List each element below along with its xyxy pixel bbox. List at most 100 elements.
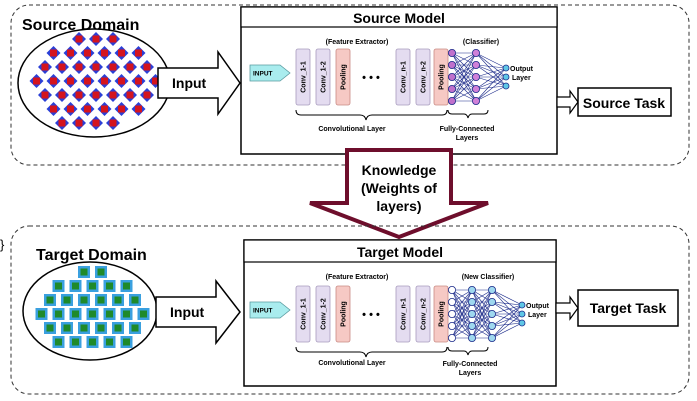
input-tag-label: INPUT <box>253 71 273 78</box>
source-sample-inner <box>67 77 74 85</box>
fc-neuron <box>467 333 476 342</box>
source-fc-label-2: Layers <box>456 135 479 142</box>
conv-block <box>295 285 311 343</box>
conv-block <box>295 48 311 106</box>
fc-edge <box>491 304 523 339</box>
conv-block <box>395 48 411 106</box>
source-sample-inner <box>101 77 108 85</box>
source-sample-inner <box>92 91 100 99</box>
fc-edge <box>475 67 507 90</box>
target-sample-inner <box>89 310 96 318</box>
source-sample-inner <box>58 119 66 127</box>
fc-edge <box>475 76 507 102</box>
fc-edge <box>475 52 507 78</box>
target-sample-inner <box>123 310 130 318</box>
source-sample-inner <box>143 91 151 99</box>
target-model-header <box>243 239 557 263</box>
fc-neuron <box>467 309 476 318</box>
output-layer-label-2: Layer <box>528 312 547 319</box>
target-output-arrow <box>555 295 579 321</box>
block-label: Conv_n-2 <box>421 61 428 93</box>
target-sample-inner <box>106 338 113 346</box>
source-sample-inner <box>58 91 66 99</box>
output-neuron <box>502 82 510 90</box>
stray-brace: } <box>0 237 5 252</box>
fc-neuron <box>467 321 476 330</box>
block-label: Conv_1-2 <box>321 298 328 330</box>
block-label: Conv_n-1 <box>401 298 408 330</box>
fc-edge <box>491 304 523 315</box>
target-sample-inner <box>114 324 122 332</box>
source-sample-inner <box>75 35 83 43</box>
target-sample-inner <box>131 324 139 332</box>
target-conv-layer-label: Convolutional Layer <box>318 360 386 367</box>
conv-block <box>415 48 431 106</box>
fc-brace <box>447 346 489 356</box>
fc-edge <box>451 88 477 102</box>
source-sample-inner <box>84 49 91 57</box>
fc-edge <box>475 67 507 102</box>
target-sample-inner <box>80 324 88 332</box>
fc-neuron <box>447 73 456 82</box>
block-label: Conv_1-1 <box>301 61 308 93</box>
fc-edge <box>475 85 507 90</box>
pooling-block <box>335 285 351 343</box>
output-neuron <box>502 73 510 81</box>
ellipsis: • • • <box>362 72 380 84</box>
target-input-arrow: Input <box>155 278 241 346</box>
fc-edge <box>491 289 523 315</box>
fc-neuron <box>447 97 456 106</box>
source-sample-inner <box>101 49 108 57</box>
target-sample-inner <box>46 296 54 304</box>
source-sample-inner <box>92 63 100 71</box>
output-neuron <box>502 64 510 72</box>
source-sample-inner <box>109 91 117 99</box>
source-sample-inner <box>84 77 91 85</box>
fc-edge <box>491 322 523 339</box>
target-sample-inner <box>89 338 96 346</box>
fc-neuron <box>447 49 456 58</box>
conv-brace <box>295 346 448 358</box>
block-label: Pooling <box>341 64 348 90</box>
source-fc-label-1: Fully-Connected <box>440 126 495 133</box>
block-label: Conv_1-2 <box>321 61 328 93</box>
target-sample-inner <box>106 310 113 318</box>
source-sample-inner <box>135 77 142 85</box>
fc-edge <box>471 289 493 339</box>
source-sample-inner <box>118 105 125 113</box>
fc-edge <box>491 322 523 327</box>
fc-edge <box>451 76 477 102</box>
knowledge-label-3: layers) <box>376 198 421 214</box>
block-label: Conv_n-2 <box>421 298 428 330</box>
input-tag-shape <box>249 64 291 82</box>
target-sample-inner <box>55 310 62 318</box>
fc-edge <box>491 304 523 327</box>
source-sample-inner <box>67 49 74 57</box>
fc-edge <box>471 289 493 315</box>
fc-edge <box>451 52 477 66</box>
knowledge-transfer-arrow <box>309 148 489 240</box>
fc-edge <box>471 289 493 327</box>
source-sample-inner <box>58 63 66 71</box>
fc-edge <box>451 64 477 102</box>
block-label: Pooling <box>341 301 348 327</box>
knowledge-label-2: (Weights of <box>361 180 437 196</box>
fc-edge <box>475 85 507 102</box>
fc-neuron <box>487 333 496 342</box>
source-sample-inner <box>126 91 134 99</box>
fc-neuron <box>471 49 480 58</box>
target-sample-inner <box>89 282 96 290</box>
source-sample-inner <box>50 105 57 113</box>
output-layer-label-2: Layer <box>512 75 531 82</box>
target-sample-inner <box>106 282 113 290</box>
source-sample-inner <box>118 77 125 85</box>
source-sample-inner <box>75 63 83 71</box>
source-sample-inner <box>135 105 142 113</box>
source-sample-inner <box>92 119 100 127</box>
source-sample-inner <box>41 63 49 71</box>
conv-block <box>315 48 331 106</box>
source-sample-inner <box>118 49 125 57</box>
pooling-block <box>335 48 351 106</box>
fc-edge <box>491 301 523 315</box>
